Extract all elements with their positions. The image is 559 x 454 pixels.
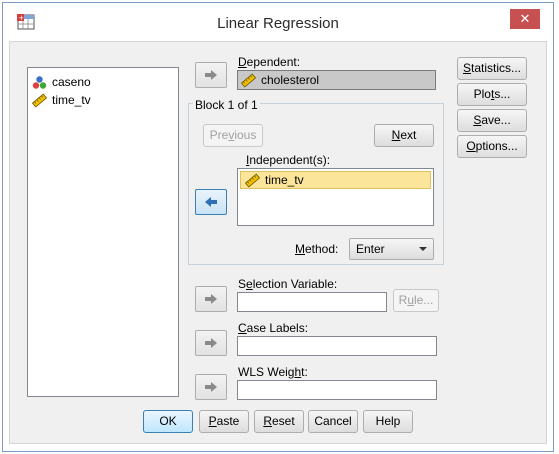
case-labels-field[interactable]	[237, 336, 437, 356]
chevron-down-icon	[419, 247, 427, 251]
method-value: Enter	[356, 242, 385, 256]
independent-list[interactable]: time_tv	[237, 168, 434, 226]
title-bar[interactable]: + Linear Regression ✕	[3, 3, 553, 41]
svg-text:+: +	[18, 14, 24, 22]
arrow-right-icon	[205, 338, 217, 348]
dialog-body: caseno time_tv Dependent:	[9, 41, 547, 444]
cancel-button[interactable]: Cancel	[308, 410, 358, 433]
independent-item-time-tv[interactable]: time_tv	[240, 171, 431, 189]
dependent-value: cholesterol	[261, 73, 320, 87]
selection-variable-label: Selection Variable:	[238, 277, 338, 291]
rule-button[interactable]: Rule...	[393, 289, 439, 312]
previous-button[interactable]: Previous	[203, 124, 263, 147]
method-label: Method:	[295, 242, 339, 256]
spss-app-icon: +	[17, 14, 35, 30]
window-title: Linear Regression	[217, 15, 339, 32]
move-to-wls-weight-button[interactable]	[195, 374, 227, 400]
arrow-right-icon	[205, 70, 217, 80]
list-item-time-tv[interactable]: time_tv	[32, 92, 91, 108]
save-button[interactable]: Save...	[457, 109, 527, 132]
wls-weight-field[interactable]	[237, 380, 437, 400]
block-label: Block 1 of 1	[193, 98, 260, 112]
close-button[interactable]: ✕	[510, 9, 540, 29]
ok-button[interactable]: OK	[143, 410, 193, 433]
wls-weight-label: WLS Weight:	[238, 365, 308, 379]
case-labels-label: Case Labels:	[238, 321, 309, 335]
variable-name: time_tv	[52, 93, 91, 107]
method-select[interactable]: Enter	[349, 238, 434, 260]
arrow-right-icon	[205, 382, 217, 392]
source-variable-list[interactable]: caseno time_tv	[27, 67, 179, 397]
next-button[interactable]: Next	[374, 124, 434, 147]
nominal-icon	[32, 75, 47, 89]
options-button[interactable]: Options...	[457, 135, 527, 158]
statistics-button[interactable]: Statistics...	[457, 57, 527, 80]
scale-ruler-icon	[245, 173, 260, 187]
move-from-independent-button[interactable]	[195, 189, 227, 215]
move-to-selection-button[interactable]	[195, 286, 227, 312]
independent-value: time_tv	[265, 173, 304, 187]
dependent-item[interactable]: cholesterol	[241, 72, 432, 88]
independent-label: Independent(s):	[246, 153, 331, 167]
move-to-case-labels-button[interactable]	[195, 330, 227, 356]
linear-regression-dialog: + Linear Regression ✕ caseno	[2, 2, 554, 452]
move-to-dependent-button[interactable]	[195, 62, 227, 88]
variable-name: caseno	[52, 75, 91, 89]
scale-ruler-icon	[241, 73, 256, 87]
list-item-caseno[interactable]: caseno	[32, 74, 91, 90]
scale-ruler-icon	[32, 93, 47, 107]
block-group	[188, 103, 444, 265]
plots-button[interactable]: Plots...	[457, 83, 527, 106]
help-button[interactable]: Help	[363, 410, 413, 433]
dependent-field[interactable]: cholesterol	[237, 70, 436, 90]
dependent-label: Dependent:	[238, 55, 301, 69]
arrow-right-icon	[205, 294, 217, 304]
reset-button[interactable]: Reset	[254, 410, 304, 433]
arrow-left-icon	[205, 197, 217, 207]
close-icon: ✕	[519, 11, 531, 26]
selection-variable-field[interactable]	[237, 292, 387, 312]
paste-button[interactable]: Paste	[199, 410, 249, 433]
